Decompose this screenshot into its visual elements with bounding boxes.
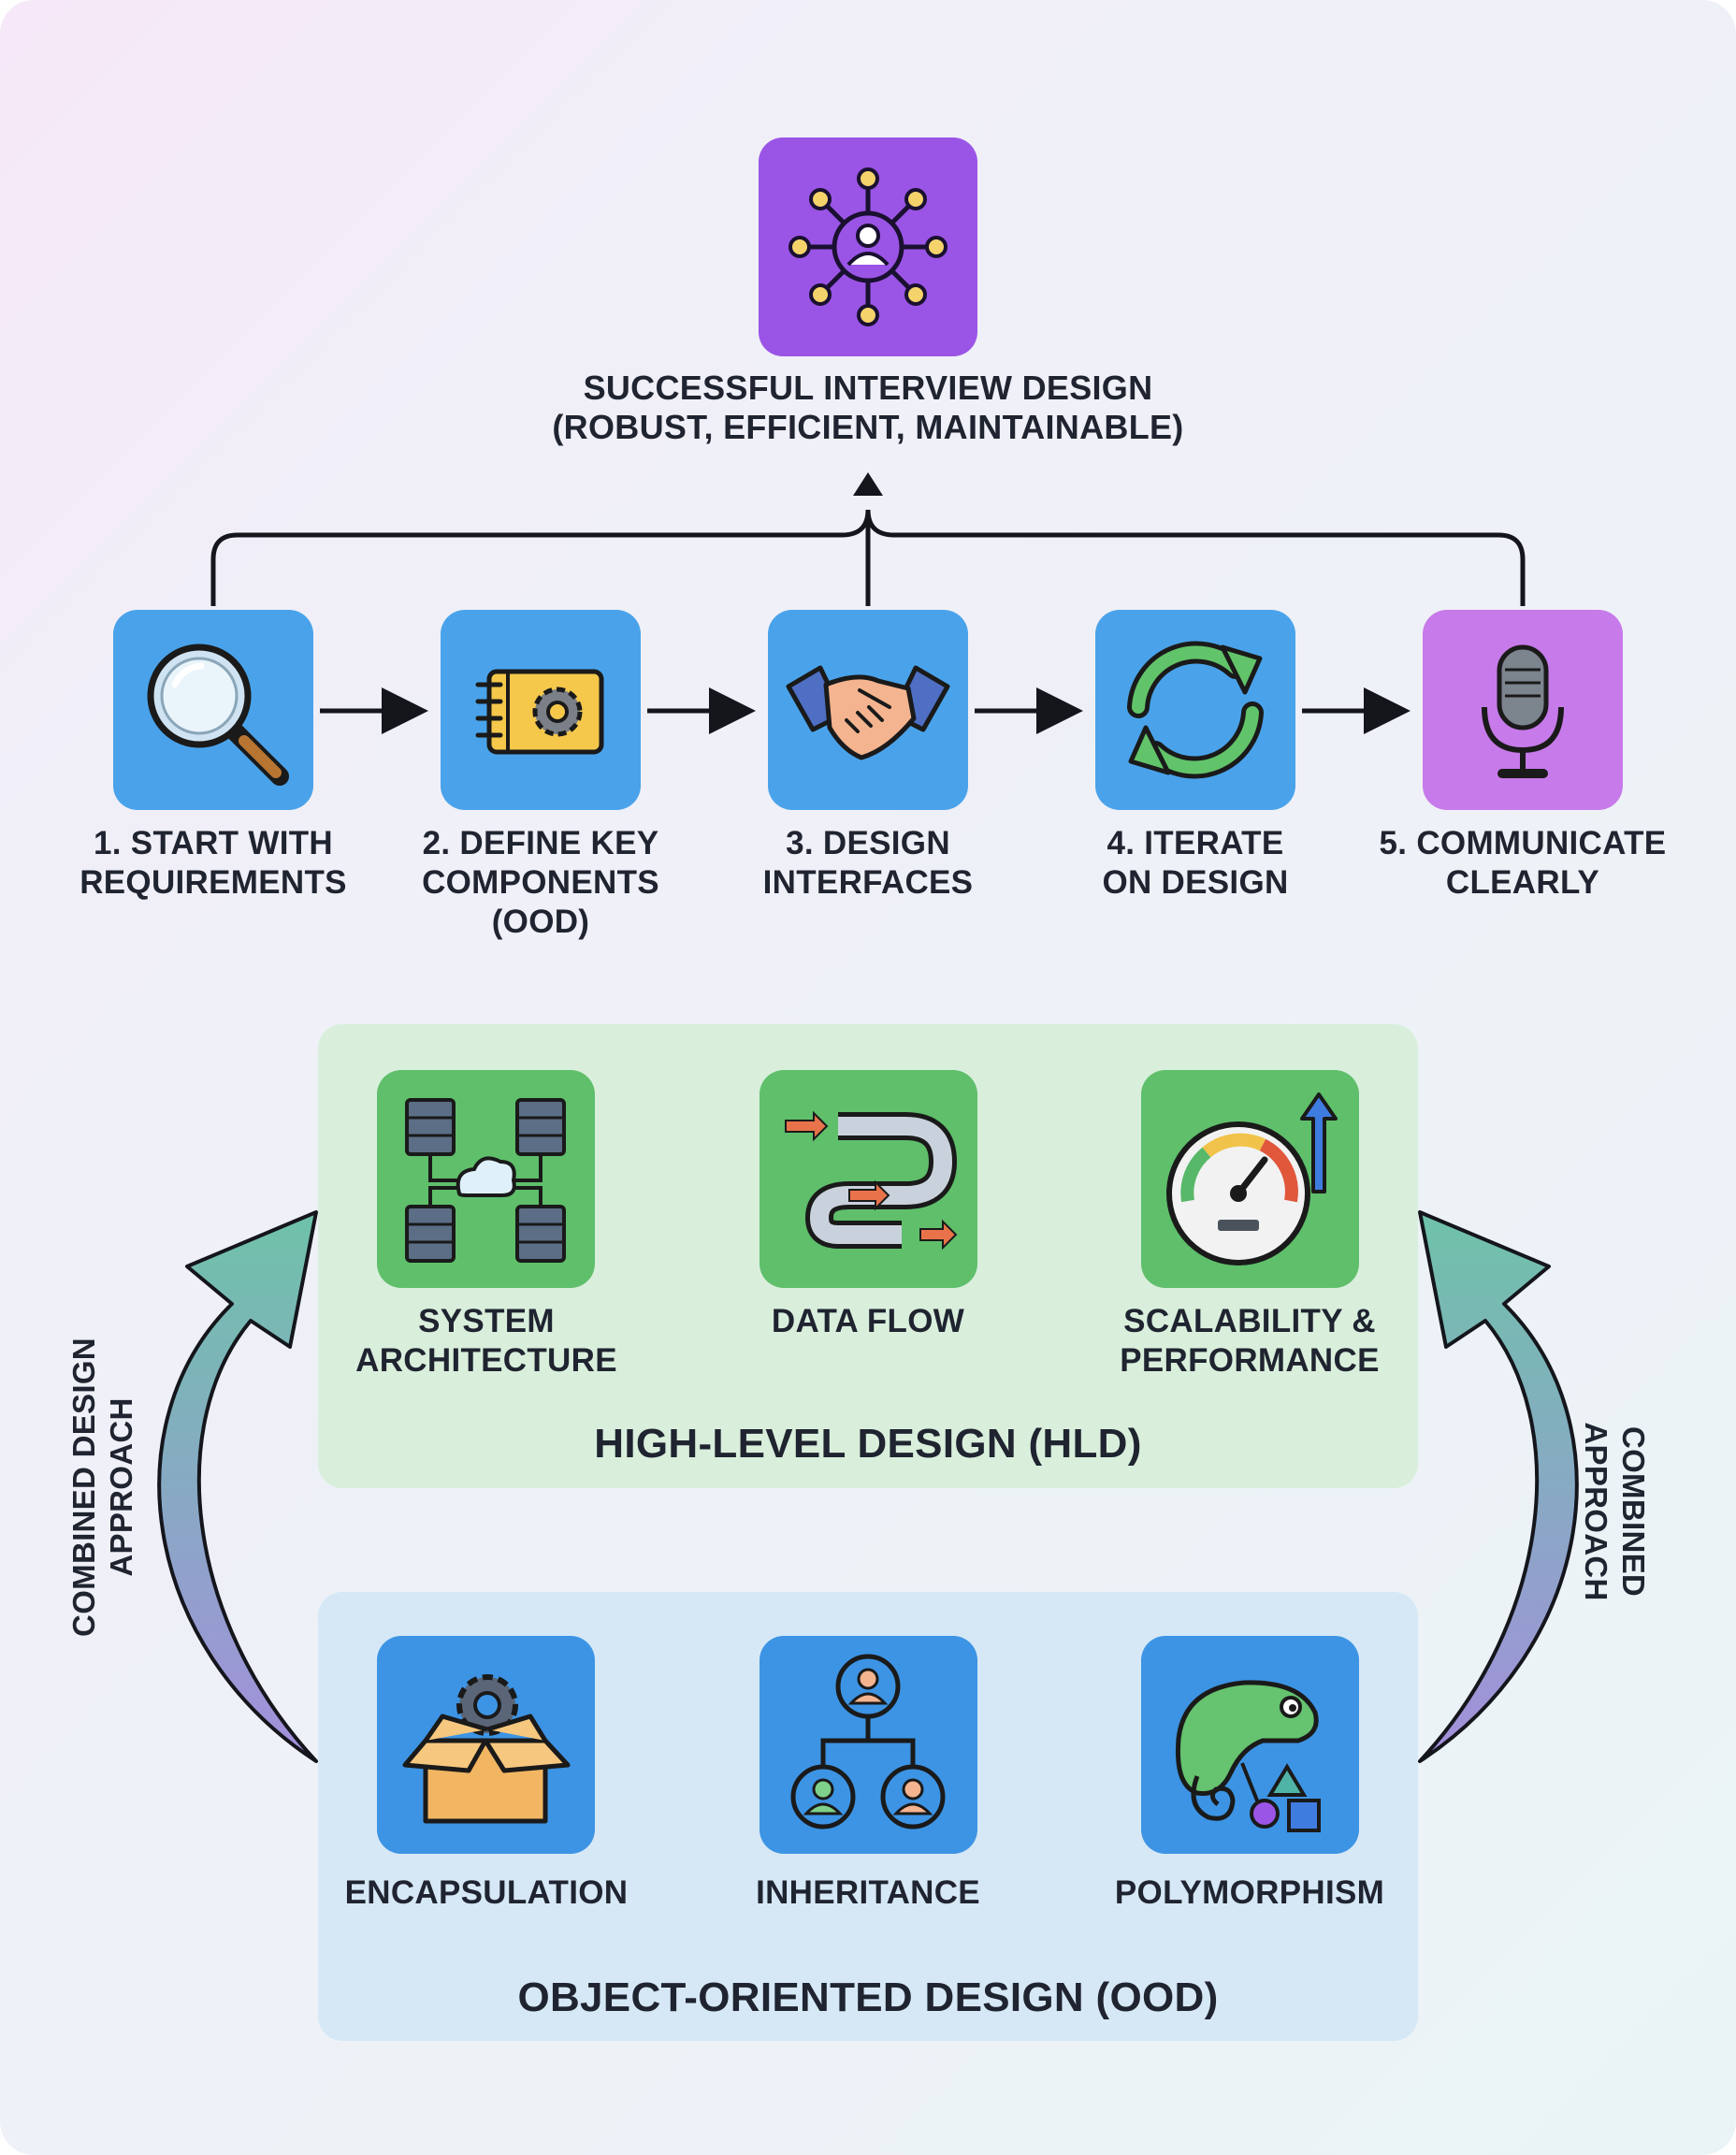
left-side-label: COMBINED DESIGN APPROACH — [65, 1338, 140, 1637]
ood-item-1-tile — [377, 1636, 595, 1854]
step-1-line1: 1. START WITH — [93, 825, 333, 861]
hld-item-3-label: SCALABILITY & PERFORMANCE — [1081, 1302, 1418, 1381]
ood-item-2-label: INHERITANCE — [700, 1873, 1036, 1913]
step-3-label: 3. DESIGN INTERFACES — [709, 824, 1027, 903]
ood-title: OBJECT-ORIENTED DESIGN (OOD) — [517, 1974, 1219, 2020]
goal-tile — [759, 137, 977, 356]
step-1-tile — [113, 610, 313, 810]
hld-item-1-line2: ARCHITECTURE — [355, 1342, 617, 1379]
pipeline-flow-icon — [785, 1110, 958, 1251]
step-2-line2: COMPONENTS — [422, 864, 659, 901]
left-side-line1: COMBINED DESIGN — [66, 1338, 101, 1637]
step-5-line1: 5. COMMUNICATE — [1379, 825, 1667, 861]
goal-line1: SUCCESSFUL INTERVIEW DESIGN — [583, 369, 1153, 407]
ood-item-1-line1: ENCAPSULATION — [344, 1874, 629, 1911]
goal-line2: (ROBUST, EFFICIENT, MAINTAINABLE) — [552, 408, 1184, 446]
hierarchy-users-icon — [790, 1654, 946, 1830]
hld-item-2-line1: DATA FLOW — [771, 1303, 965, 1339]
right-side-label: COMBINED APPROACH — [1577, 1418, 1652, 1605]
step-5-line2: CLEARLY — [1445, 864, 1600, 901]
ood-item-3-line1: POLYMORPHISM — [1114, 1874, 1385, 1911]
step-2-line1: 2. DEFINE KEY — [422, 825, 659, 861]
handshake-icon — [786, 665, 950, 760]
step-3-tile — [768, 610, 968, 810]
hld-item-2-label: DATA FLOW — [700, 1302, 1036, 1341]
step-3-line2: INTERFACES — [762, 864, 974, 901]
hld-item-3-tile — [1141, 1070, 1359, 1288]
ood-item-3-label: POLYMORPHISM — [1081, 1873, 1418, 1913]
ood-item-2-tile — [760, 1636, 977, 1854]
refresh-cycle-icon — [1127, 641, 1264, 779]
right-side-line1: COMBINED — [1616, 1425, 1651, 1598]
step-4-tile — [1095, 610, 1295, 810]
hld-item-1-label: SYSTEM ARCHITECTURE — [318, 1302, 655, 1381]
step-2-line3: (OOD) — [491, 904, 590, 940]
right-side-line2: APPROACH — [1579, 1422, 1613, 1601]
step-1-line2: REQUIREMENTS — [80, 864, 347, 901]
speedometer-icon — [1166, 1092, 1338, 1266]
step-4-line2: ON DESIGN — [1102, 864, 1289, 901]
goal-label: SUCCESSFUL INTERVIEW DESIGN (ROBUST, EFF… — [494, 369, 1242, 447]
hld-title: HIGH-LEVEL DESIGN (HLD) — [594, 1421, 1142, 1467]
hld-item-1-tile — [377, 1070, 595, 1288]
step-5-tile — [1423, 610, 1623, 810]
box-gear-icon — [402, 1674, 571, 1824]
gear-notebook-icon — [475, 669, 604, 755]
hld-item-2-tile — [760, 1070, 977, 1288]
servers-cloud-icon — [405, 1098, 566, 1263]
microphone-icon — [1482, 644, 1564, 778]
left-side-line2: APPROACH — [104, 1397, 138, 1577]
ood-item-2-line1: INHERITANCE — [756, 1874, 980, 1911]
step-4-label: 4. ITERATE ON DESIGN — [1036, 824, 1354, 903]
step-2-label: 2. DEFINE KEY COMPONENTS (OOD) — [382, 824, 700, 942]
chameleon-shapes-icon — [1175, 1680, 1321, 1832]
step-4-line1: 4. ITERATE — [1107, 825, 1284, 861]
hld-item-1-line1: SYSTEM — [418, 1303, 555, 1339]
hld-item-3-line1: SCALABILITY & — [1123, 1303, 1376, 1339]
step-1-label: 1. START WITH REQUIREMENTS — [54, 824, 372, 903]
hld-item-3-line2: PERFORMANCE — [1120, 1342, 1380, 1379]
ood-item-1-label: ENCAPSULATION — [318, 1873, 655, 1913]
network-user-icon — [788, 167, 948, 326]
ood-item-3-tile — [1141, 1636, 1359, 1854]
step-3-line1: 3. DESIGN — [786, 825, 950, 861]
magnifier-icon — [147, 644, 289, 786]
step-2-tile — [441, 610, 641, 810]
step-5-label: 5. COMMUNICATE CLEARLY — [1345, 824, 1700, 903]
